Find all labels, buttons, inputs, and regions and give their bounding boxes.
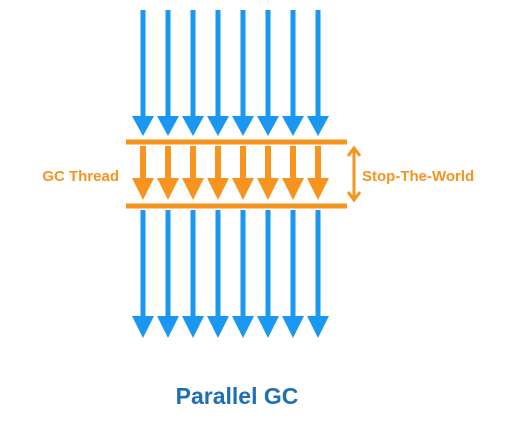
application-thread-arrow-after-7-head <box>282 316 304 338</box>
gc-thread-arrow-4 <box>207 146 229 200</box>
application-thread-arrow-after-8-head <box>307 316 329 338</box>
application-thread-arrow-after-5-head <box>232 316 254 338</box>
gc-thread-arrow-7-head <box>282 178 304 200</box>
gc-thread-arrow-3 <box>182 146 204 200</box>
gc-thread-arrow-1-head <box>132 178 154 200</box>
application-thread-arrow-after-5 <box>232 210 254 338</box>
application-thread-arrow-before-2-head <box>157 116 179 136</box>
gc-thread-arrow-8-head <box>307 178 329 200</box>
gc-thread-arrow-1 <box>132 146 154 200</box>
gc-thread-arrow-7 <box>282 146 304 200</box>
application-thread-arrow-before-2 <box>157 10 179 136</box>
application-thread-arrow-before-8-head <box>307 116 329 136</box>
application-thread-arrow-after-3 <box>182 210 204 338</box>
application-thread-arrow-after-2-head <box>157 316 179 338</box>
application-thread-arrow-before-4-head <box>207 116 229 136</box>
application-thread-arrow-after-3-head <box>182 316 204 338</box>
application-threads-after-gc <box>132 210 329 338</box>
diagram-title: Parallel GC <box>176 383 299 409</box>
gc-thread-arrow-5-head <box>232 178 254 200</box>
application-thread-arrow-after-4 <box>207 210 229 338</box>
application-threads-before-gc <box>132 10 329 136</box>
application-thread-arrow-before-5 <box>232 10 254 136</box>
application-thread-arrow-before-8 <box>307 10 329 136</box>
application-thread-arrow-after-7 <box>282 210 304 338</box>
gc-thread-arrow-5 <box>232 146 254 200</box>
application-thread-arrow-after-1 <box>132 210 154 338</box>
stop-the-world-double-arrow <box>346 145 362 203</box>
application-thread-arrow-before-1 <box>132 10 154 136</box>
gc-thread-arrow-3-head <box>182 178 204 200</box>
application-thread-arrow-before-7 <box>282 10 304 136</box>
stop-the-world-label: Stop-The-World <box>362 168 474 185</box>
application-thread-arrow-before-5-head <box>232 116 254 136</box>
application-thread-arrow-before-7-head <box>282 116 304 136</box>
gc-thread-arrow-2 <box>157 146 179 200</box>
application-thread-arrow-after-1-head <box>132 316 154 338</box>
application-thread-arrow-before-4 <box>207 10 229 136</box>
application-thread-arrow-after-6 <box>257 210 279 338</box>
gc-thread-label: GC Thread <box>42 168 119 185</box>
application-thread-arrow-before-3 <box>182 10 204 136</box>
gc-thread-arrow-2-head <box>157 178 179 200</box>
gc-threads <box>132 146 329 200</box>
application-thread-arrow-after-8 <box>307 210 329 338</box>
gc-thread-arrow-6 <box>257 146 279 200</box>
application-thread-arrow-before-6-head <box>257 116 279 136</box>
application-thread-arrow-before-6 <box>257 10 279 136</box>
gc-thread-arrow-8 <box>307 146 329 200</box>
application-thread-arrow-after-4-head <box>207 316 229 338</box>
application-thread-arrow-before-3-head <box>182 116 204 136</box>
application-thread-arrow-after-2 <box>157 210 179 338</box>
application-thread-arrow-after-6-head <box>257 316 279 338</box>
application-thread-arrow-before-1-head <box>132 116 154 136</box>
gc-thread-arrow-6-head <box>257 178 279 200</box>
gc-thread-arrow-4-head <box>207 178 229 200</box>
